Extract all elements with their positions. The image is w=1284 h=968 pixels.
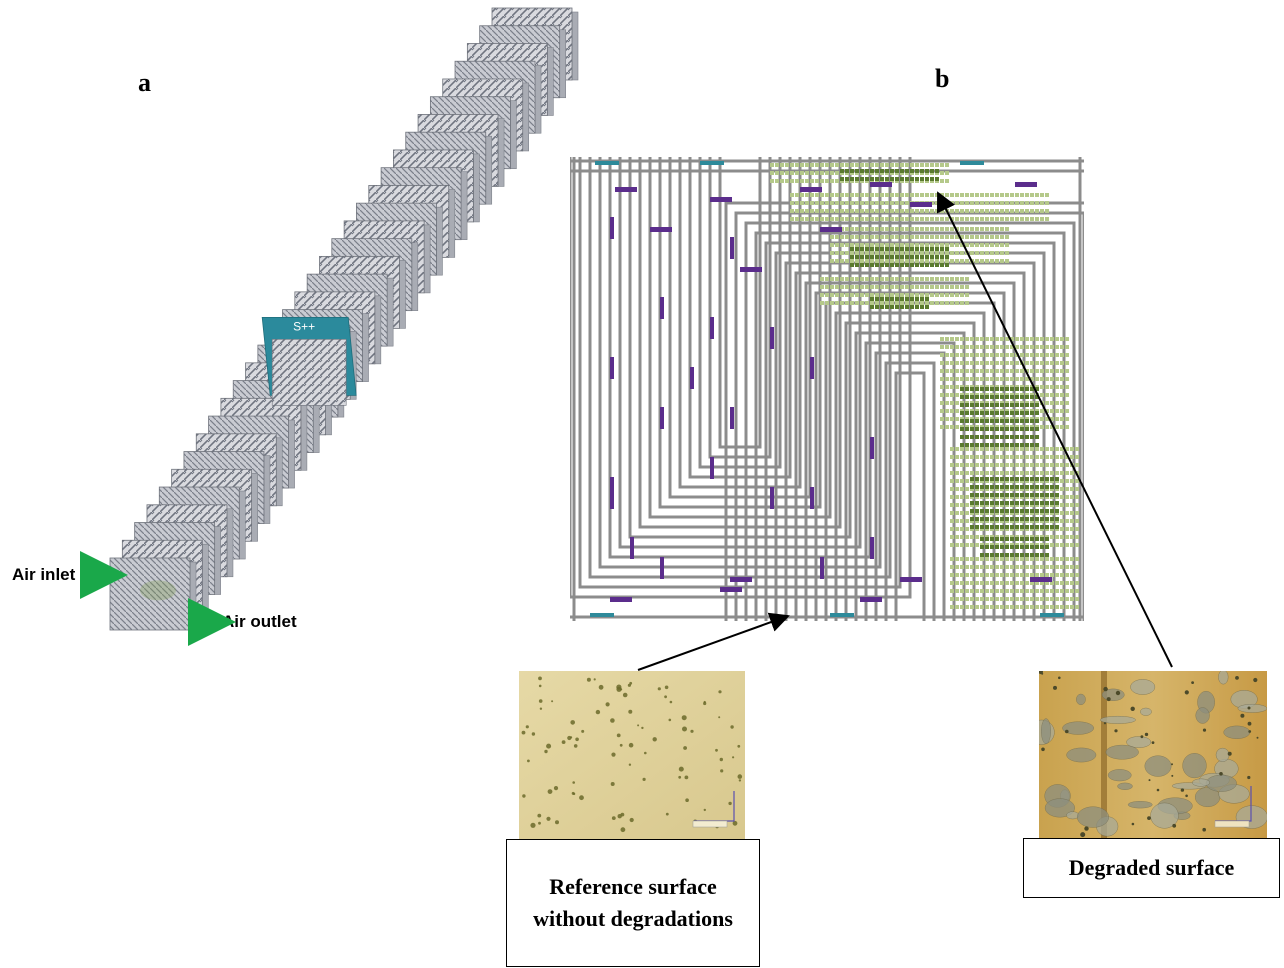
cell-stack-diagram: S++ [109,7,579,631]
flow-channel [570,157,912,599]
air-inlet-label: Air inlet [12,565,76,584]
highlighted-cell-label: S++ [293,319,315,333]
air-outlet-label: Air outlet [222,612,297,631]
degraded-surface-caption: Degraded surface [1023,838,1280,898]
flow-channel [618,157,862,549]
flow-channel [638,157,842,529]
flow-channel [708,157,772,459]
flow-channel [668,157,812,499]
flow-channel [628,157,852,539]
stack-cell [109,557,197,631]
reference-surface-image [519,671,745,839]
flow-channel [678,157,802,489]
flow-channel [648,157,832,519]
reference-arrow [637,612,790,671]
flow-channel [718,157,762,449]
flow-channel [598,157,882,569]
degraded-surface-image [1039,671,1267,839]
panel-label-b: b [935,64,950,93]
degradation-map [570,157,1084,621]
flow-channel [884,361,936,621]
panel-label-a: a [138,68,151,97]
flow-channel [688,157,792,479]
reference-surface-caption: Reference surface without degradations [506,839,760,967]
flow-channel [894,371,926,621]
flow-channel [658,157,822,509]
flow-channel [698,157,782,469]
